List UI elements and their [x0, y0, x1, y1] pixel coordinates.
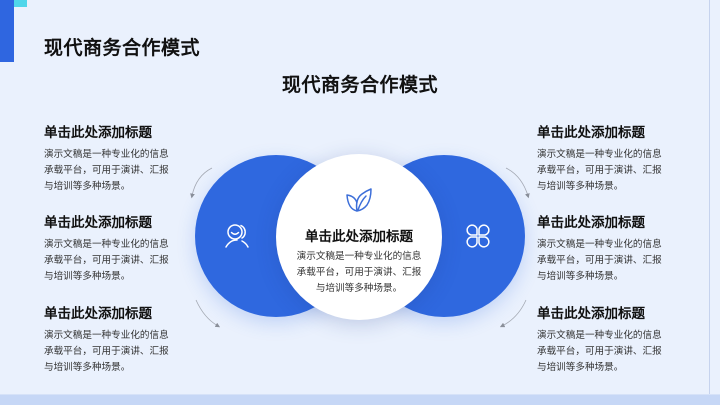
- item-title[interactable]: 单击此处添加标题: [44, 125, 152, 141]
- leaf-icon: [346, 188, 372, 212]
- accent-chip: [14, 0, 27, 7]
- item-line: 承载平台，可用于演讲、汇报: [537, 255, 662, 266]
- center-line: 承载平台，可用于演讲、汇报: [296, 267, 422, 278]
- users-icon: [225, 224, 249, 248]
- item-line: 演示文稿是一种专业化的信息: [537, 330, 662, 341]
- center-title[interactable]: 单击此处添加标题: [305, 229, 413, 245]
- item-line: 与培训等多种场景。: [537, 271, 624, 282]
- diagram-title: 现代商务合作模式: [281, 74, 438, 96]
- center-line: 演示文稿是一种专业化的信息: [296, 251, 422, 262]
- item-line: 承载平台，可用于演讲、汇报: [537, 165, 662, 176]
- item-line: 演示文稿是一种专业化的信息: [44, 330, 169, 341]
- item-line: 演示文稿是一种专业化的信息: [537, 239, 662, 250]
- right-arrows-icon: [499, 167, 530, 328]
- left-item-2: 单击此处添加标题 演示文稿是一种专业化的信息 承载平台，可用于演讲、汇报 与培训…: [44, 211, 214, 285]
- item-line: 承载平台，可用于演讲、汇报: [537, 346, 662, 357]
- item-title[interactable]: 单击此处添加标题: [44, 306, 152, 322]
- item-line: 承载平台，可用于演讲、汇报: [44, 165, 169, 176]
- right-item-2: 单击此处添加标题 演示文稿是一种专业化的信息 承载平台，可用于演讲、汇报 与培训…: [537, 211, 707, 285]
- center-content: 单击此处添加标题 演示文稿是一种专业化的信息 承载平台，可用于演讲、汇报 与培训…: [276, 225, 442, 297]
- page-title: 现代商务合作模式: [44, 37, 201, 59]
- item-title[interactable]: 单击此处添加标题: [44, 215, 152, 231]
- bottom-band: [0, 394, 720, 405]
- item-line: 与培训等多种场景。: [44, 181, 131, 192]
- item-title[interactable]: 单击此处添加标题: [537, 125, 645, 141]
- left-item-3: 单击此处添加标题 演示文稿是一种专业化的信息 承载平台，可用于演讲、汇报 与培训…: [44, 302, 214, 376]
- right-item-1: 单击此处添加标题 演示文稿是一种专业化的信息 承载平台，可用于演讲、汇报 与培训…: [537, 121, 707, 195]
- item-line: 演示文稿是一种专业化的信息: [537, 149, 662, 160]
- item-line: 演示文稿是一种专业化的信息: [44, 149, 169, 160]
- item-title[interactable]: 单击此处添加标题: [537, 215, 645, 231]
- left-arrows-icon: [190, 167, 221, 328]
- right-edge-line: [709, 0, 710, 405]
- item-title[interactable]: 单击此处添加标题: [537, 306, 645, 322]
- item-line: 与培训等多种场景。: [44, 362, 131, 373]
- item-line: 与培训等多种场景。: [537, 181, 624, 192]
- accent-bar: [0, 0, 14, 62]
- item-line: 与培训等多种场景。: [537, 362, 624, 373]
- item-line: 与培训等多种场景。: [44, 271, 131, 282]
- clover-grid-icon: [466, 224, 490, 248]
- right-item-3: 单击此处添加标题 演示文稿是一种专业化的信息 承载平台，可用于演讲、汇报 与培训…: [537, 302, 707, 376]
- left-item-1: 单击此处添加标题 演示文稿是一种专业化的信息 承载平台，可用于演讲、汇报 与培训…: [44, 121, 214, 195]
- center-circle: [276, 154, 442, 320]
- item-line: 承载平台，可用于演讲、汇报: [44, 346, 169, 357]
- item-line: 演示文稿是一种专业化的信息: [44, 239, 169, 250]
- center-line: 与培训等多种场景。: [315, 283, 403, 294]
- item-line: 承载平台，可用于演讲、汇报: [44, 255, 169, 266]
